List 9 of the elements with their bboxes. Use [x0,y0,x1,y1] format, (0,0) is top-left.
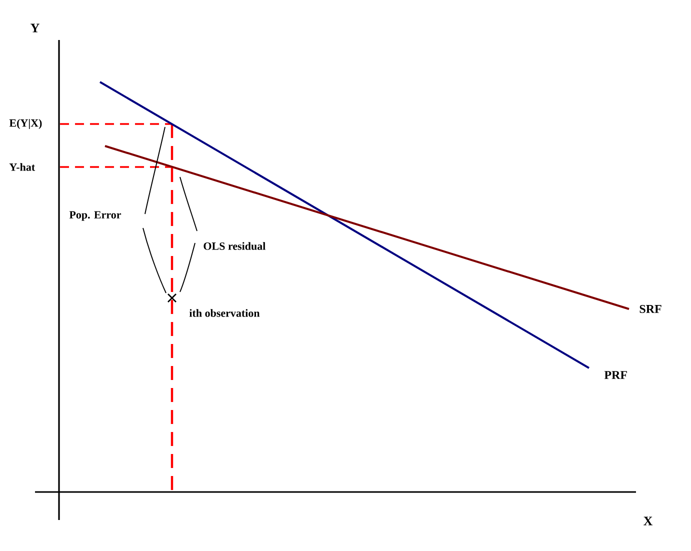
line-label: PRF [604,371,627,379]
brace-label: OLS residual [204,242,266,250]
point-label: ith observation [189,309,260,317]
axis-label: X [644,516,653,526]
axis-label: Y [30,24,40,32]
line-label: SRF [640,304,662,314]
brace-label: Pop. Error [69,211,122,221]
axis-tick-label: E(Y|X) [9,119,42,129]
axis-tick-label: Y-hat [9,163,36,171]
